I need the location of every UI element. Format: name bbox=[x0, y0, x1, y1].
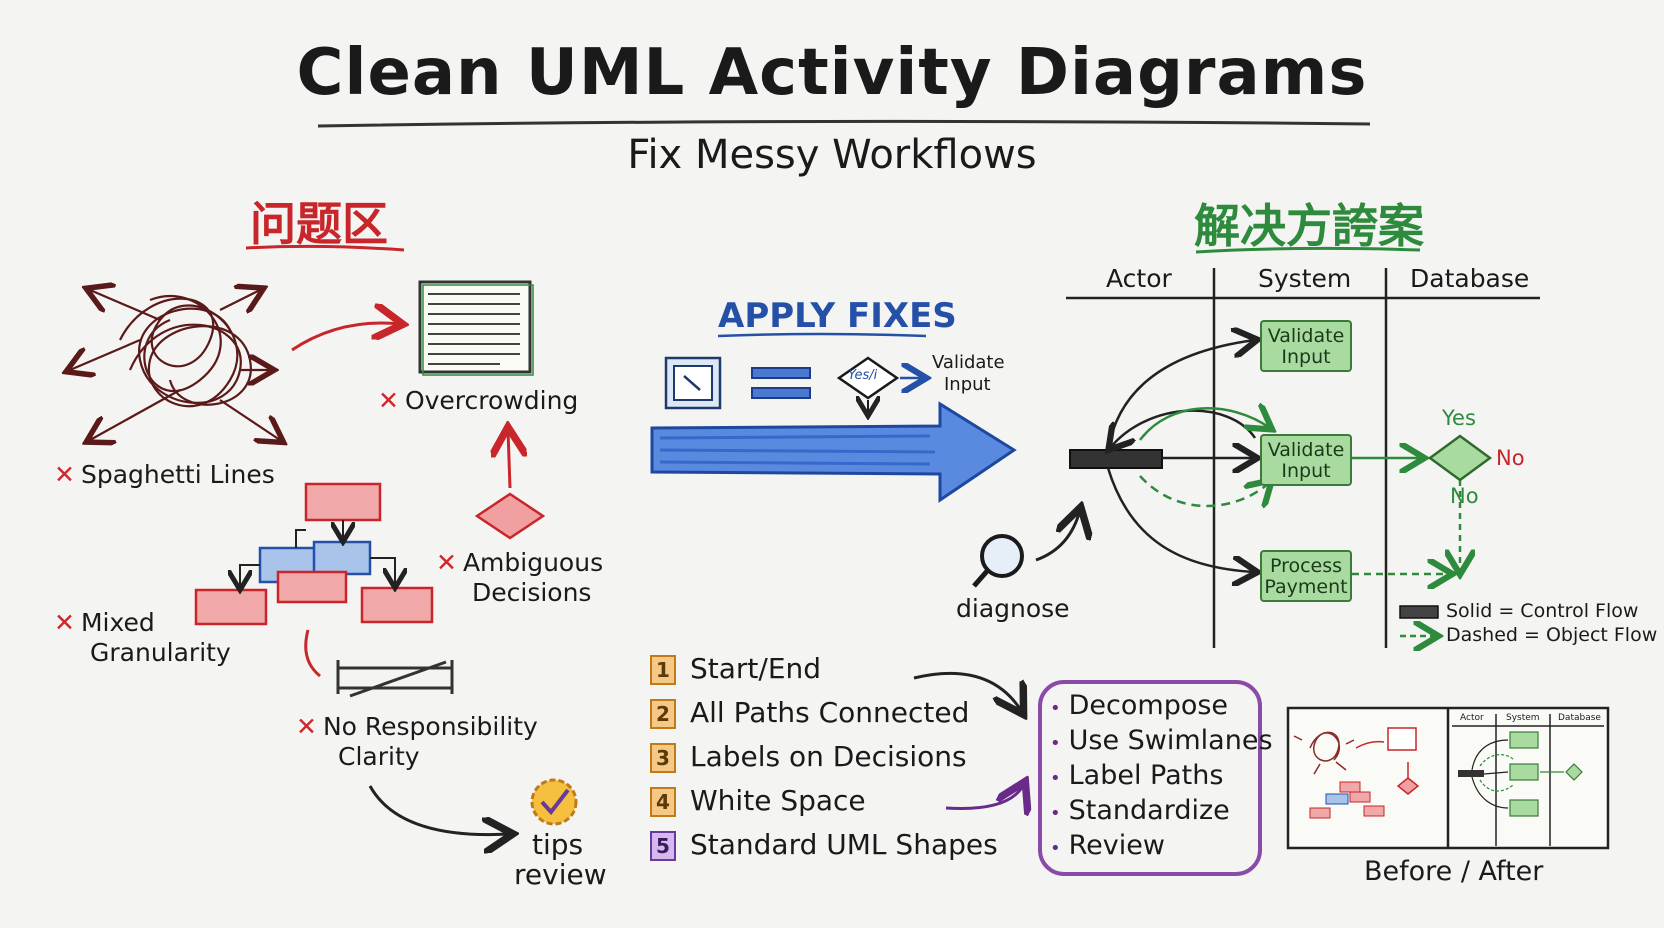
arrow-overcrowd bbox=[291, 323, 400, 352]
decision-yes: Yes bbox=[1442, 406, 1476, 430]
magnifier-icon bbox=[972, 534, 1024, 588]
lane-actor: Actor bbox=[1106, 264, 1172, 293]
mini-validate-1: Validate bbox=[932, 352, 1005, 373]
step-item: •Decompose bbox=[1050, 690, 1229, 721]
x-icon: ✕ bbox=[54, 460, 75, 489]
label-ambiguous: ✕Ambiguous bbox=[436, 548, 604, 577]
step-item: •Use Swimlanes bbox=[1050, 725, 1273, 756]
x-icon: ✕ bbox=[436, 548, 457, 577]
mini-validate-2: Input bbox=[944, 374, 991, 395]
arrow-checklist-top bbox=[913, 671, 1022, 712]
step-item: •Standardize bbox=[1050, 795, 1230, 826]
legend-solid: Solid = Control Flow bbox=[1446, 600, 1639, 622]
thumb-lane-system: System bbox=[1506, 713, 1540, 723]
tips-label: tips bbox=[532, 828, 584, 861]
page-subtitle: Fix Messy Workflows bbox=[627, 132, 1037, 178]
apply-fixes-arrow bbox=[650, 401, 1017, 503]
label-overcrowding: ✕Overcrowding bbox=[378, 386, 579, 415]
arrow-checklist-bottom bbox=[945, 784, 1024, 809]
mini-swimlane-icon bbox=[664, 356, 722, 410]
mini-decision-label: Yes/i bbox=[848, 368, 878, 383]
crossed-lanes bbox=[336, 660, 454, 698]
label-responsibility-2: Clarity bbox=[338, 742, 420, 771]
lane-system: System bbox=[1258, 264, 1352, 293]
ambiguous-diamond bbox=[474, 492, 546, 540]
checkbox-icon: 3 bbox=[650, 743, 676, 773]
step-item: •Review bbox=[1050, 830, 1165, 861]
thumb-lane-actor: Actor bbox=[1460, 713, 1484, 723]
mixed-connectors bbox=[240, 520, 395, 588]
apply-underline bbox=[717, 332, 927, 338]
flow-arrows bbox=[1108, 340, 1460, 574]
checkbox-icon: 4 bbox=[650, 787, 676, 817]
decision-no-right: No bbox=[1496, 446, 1525, 470]
before-after-thumbnail bbox=[1286, 706, 1610, 850]
steps-list: •Decompose •Use Swimlanes •Label Paths •… bbox=[1050, 690, 1273, 865]
before-after-label: Before / After bbox=[1364, 856, 1544, 887]
equals-icon bbox=[751, 367, 811, 399]
step-item: •Label Paths bbox=[1050, 760, 1224, 791]
red-curve-mixed bbox=[304, 629, 321, 678]
x-icon: ✕ bbox=[54, 608, 75, 637]
label-responsibility: ✕No Responsibility bbox=[296, 712, 538, 741]
apply-fixes-label: APPLY FIXES bbox=[718, 296, 957, 336]
solution-heading: 解决方誇案 bbox=[1194, 199, 1424, 253]
checkbox-icon: 5 bbox=[650, 831, 676, 861]
arrow-diagnose bbox=[1035, 510, 1080, 562]
arrow-to-tips bbox=[368, 785, 510, 835]
x-icon: ✕ bbox=[296, 712, 317, 741]
lane-database: Database bbox=[1410, 264, 1530, 293]
diagnose-label: diagnose bbox=[956, 594, 1070, 623]
title-underline bbox=[317, 119, 1371, 128]
decision-diamond bbox=[1427, 434, 1493, 482]
problem-heading: 问题区 bbox=[250, 197, 388, 251]
checkbox-icon: 1 bbox=[650, 655, 676, 685]
label-spaghetti: ✕Spaghetti Lines bbox=[54, 460, 275, 489]
thumb-lane-database: Database bbox=[1558, 713, 1601, 723]
fork-bar bbox=[1069, 449, 1163, 469]
legend-solid-swatch bbox=[1399, 605, 1439, 619]
overcrowded-document bbox=[418, 280, 534, 376]
label-mixed: ✕Mixed bbox=[54, 608, 155, 637]
arrow-ambiguous-up bbox=[508, 430, 510, 489]
tips-badge bbox=[530, 778, 578, 826]
checkbox-icon: 2 bbox=[650, 699, 676, 729]
review-label: review bbox=[514, 858, 607, 891]
mixed-boxes bbox=[194, 482, 434, 626]
decision-no-below: No bbox=[1450, 484, 1479, 508]
x-icon: ✕ bbox=[378, 386, 399, 415]
solution-underline bbox=[1195, 246, 1421, 254]
spaghetti-tangle bbox=[70, 290, 280, 440]
steps-box bbox=[1038, 680, 1262, 876]
legend-dashed: Dashed = Object Flow bbox=[1446, 624, 1658, 646]
problem-underline bbox=[245, 244, 405, 252]
page-title: Clean UML Activity Diagrams bbox=[296, 36, 1368, 110]
label-mixed-2: Granularity bbox=[90, 638, 231, 667]
label-ambiguous-2: Decisions bbox=[472, 578, 592, 607]
